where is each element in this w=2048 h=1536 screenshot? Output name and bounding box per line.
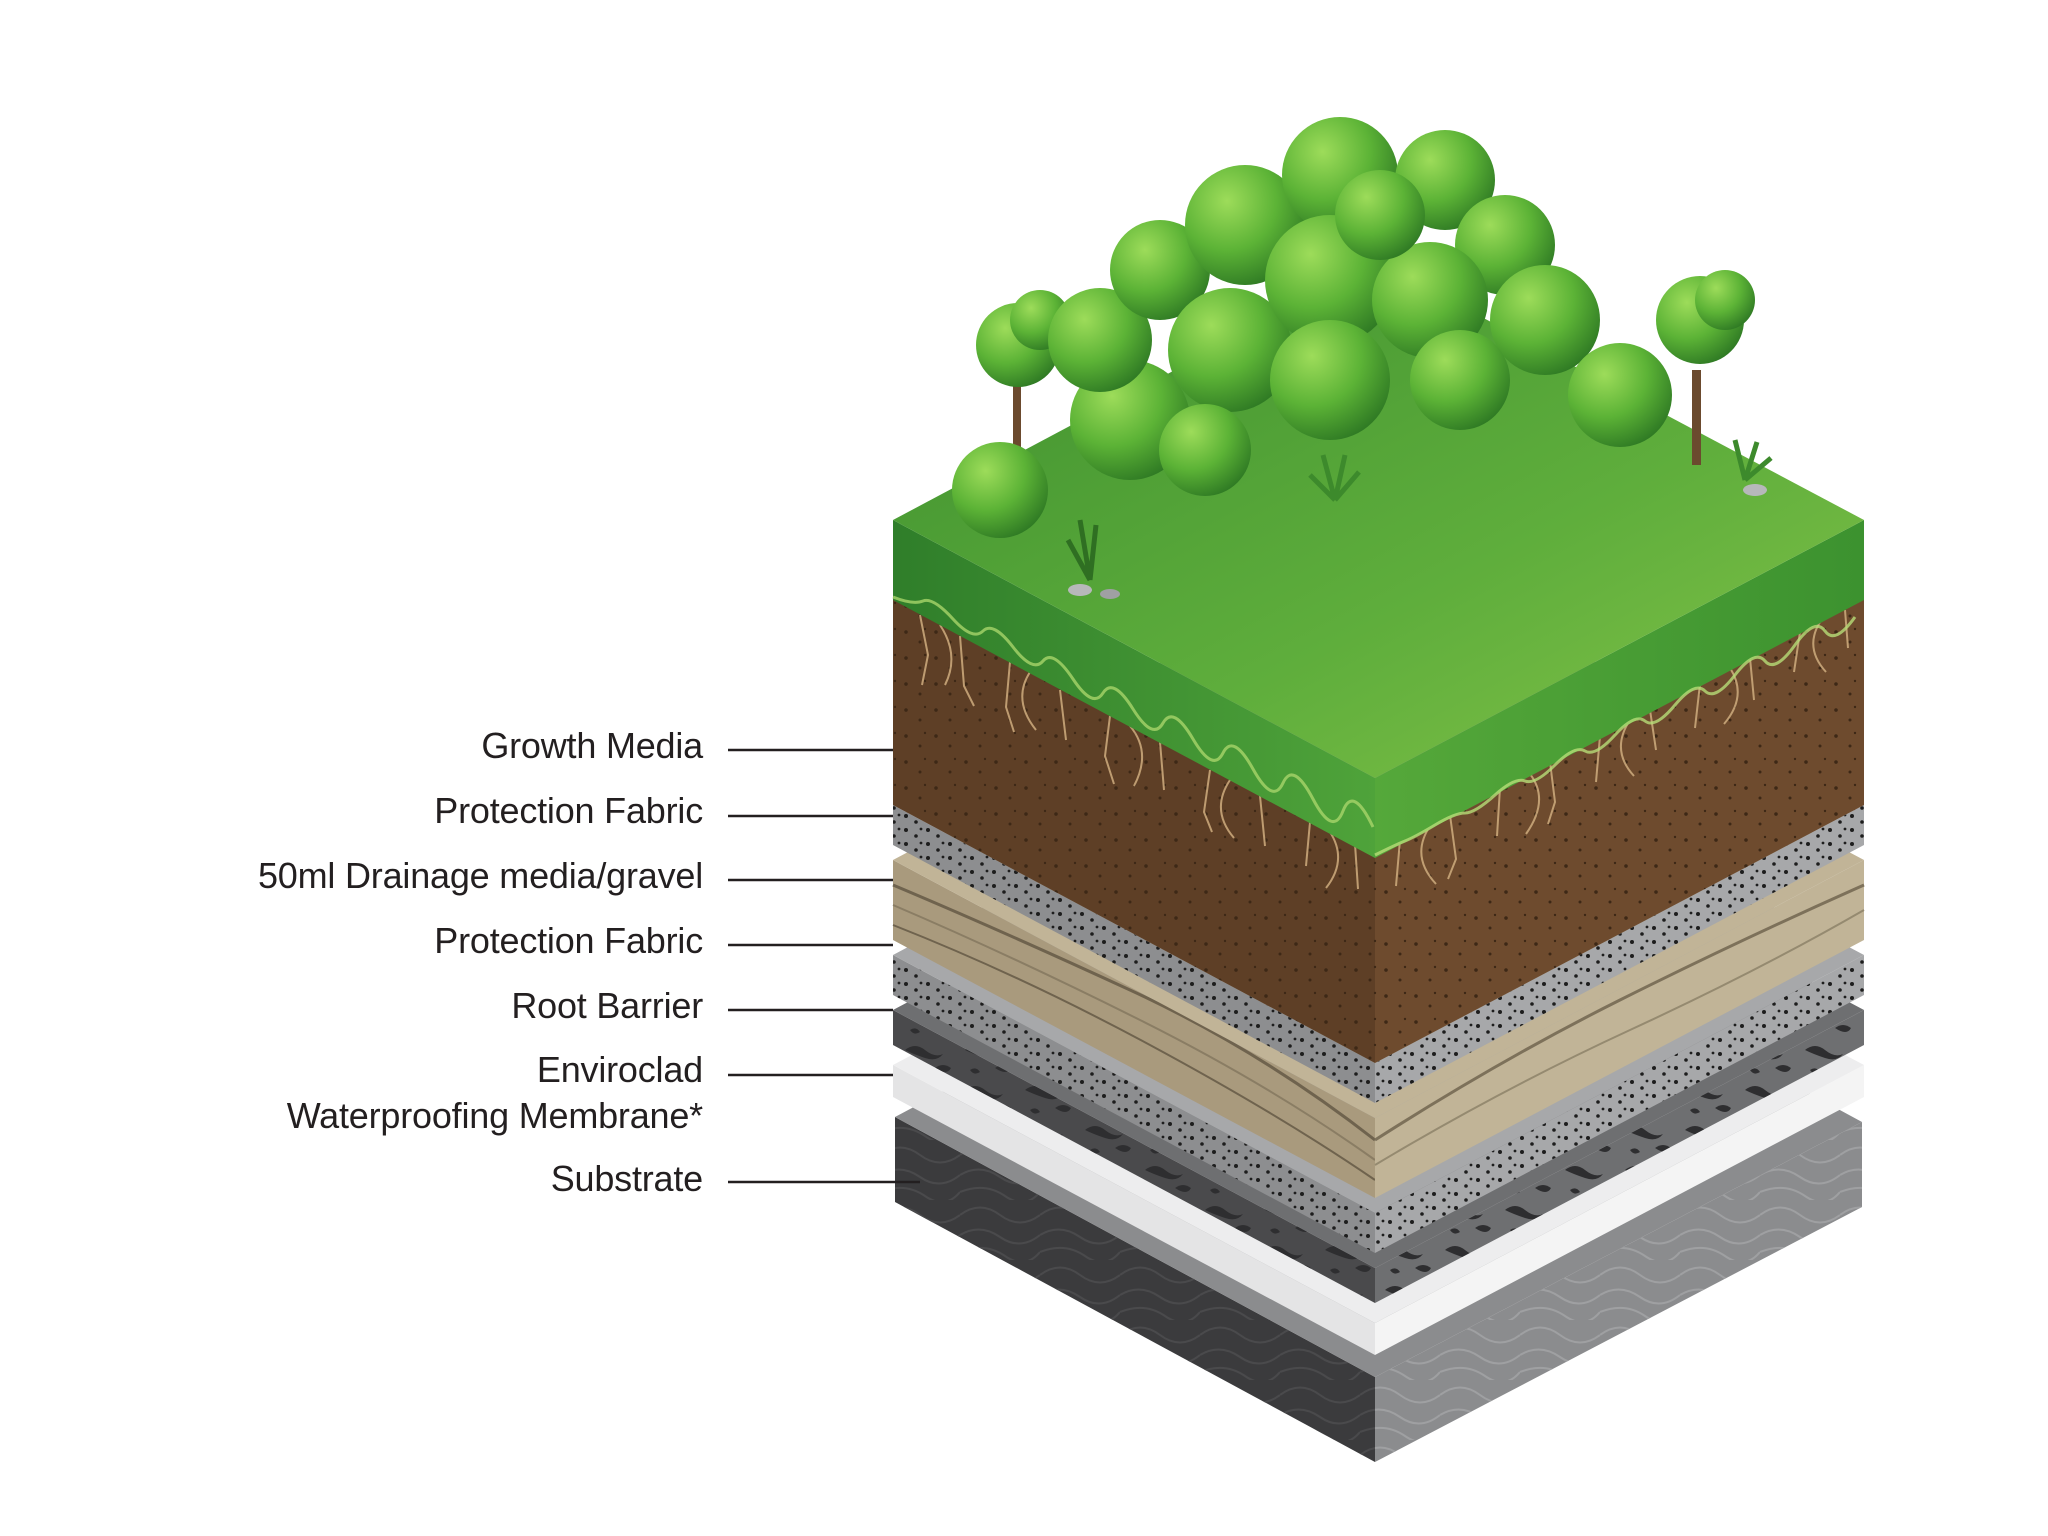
label-waterproofing-membrane-line1: Enviroclad xyxy=(536,1049,703,1090)
label-substrate: Substrate xyxy=(550,1158,703,1199)
label-protection-fabric-lower: Protection Fabric xyxy=(434,920,703,961)
label-waterproofing-membrane: Enviroclad Waterproofing Membrane* xyxy=(287,1047,703,1139)
label-waterproofing-membrane-line2: Waterproofing Membrane* xyxy=(286,1095,703,1136)
leader-lines xyxy=(728,748,920,1184)
trees-and-shrubs xyxy=(952,117,1773,599)
label-protection-fabric-upper: Protection Fabric xyxy=(434,790,703,831)
label-root-barrier: Root Barrier xyxy=(511,985,703,1026)
label-drainage-media: 50ml Drainage media/gravel xyxy=(257,855,703,896)
growth-media-layer xyxy=(893,595,1864,1063)
label-growth-media: Growth Media xyxy=(481,725,703,766)
